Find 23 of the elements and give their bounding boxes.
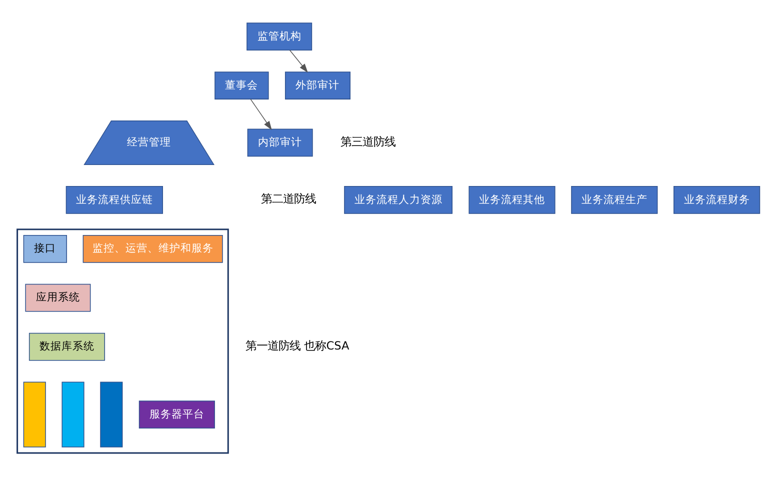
node-box: 外部审计: [284, 72, 350, 100]
node-box: 接口: [23, 234, 67, 263]
label: 第三道防线: [340, 135, 396, 148]
node-box: 业务流程生产: [571, 186, 658, 214]
cluster: [16, 228, 229, 454]
node-bar: [62, 382, 84, 448]
node-bar: [100, 382, 123, 448]
node-box: 董事会: [214, 72, 269, 100]
node-box: 服务器平台: [138, 400, 215, 428]
label: 第二道防线: [260, 192, 316, 206]
node-box: 监管机构: [246, 22, 312, 50]
node-bar: [23, 382, 46, 448]
arrow: [250, 98, 272, 130]
node-box: 业务流程供应链: [66, 186, 163, 214]
node-box: 业务流程财务: [674, 186, 760, 214]
node-box: 应用系统: [25, 284, 91, 312]
node-box: 数据库系统: [28, 332, 106, 361]
node-box: 业务流程其他: [468, 186, 556, 214]
node-box: 内部审计: [247, 128, 313, 157]
node-box: 监控、运营、维护和服务: [82, 234, 223, 263]
label: 第一道防线 也称CSA: [246, 339, 350, 352]
arrow: [289, 50, 308, 73]
node-box: 业务流程人力资源: [344, 186, 453, 214]
